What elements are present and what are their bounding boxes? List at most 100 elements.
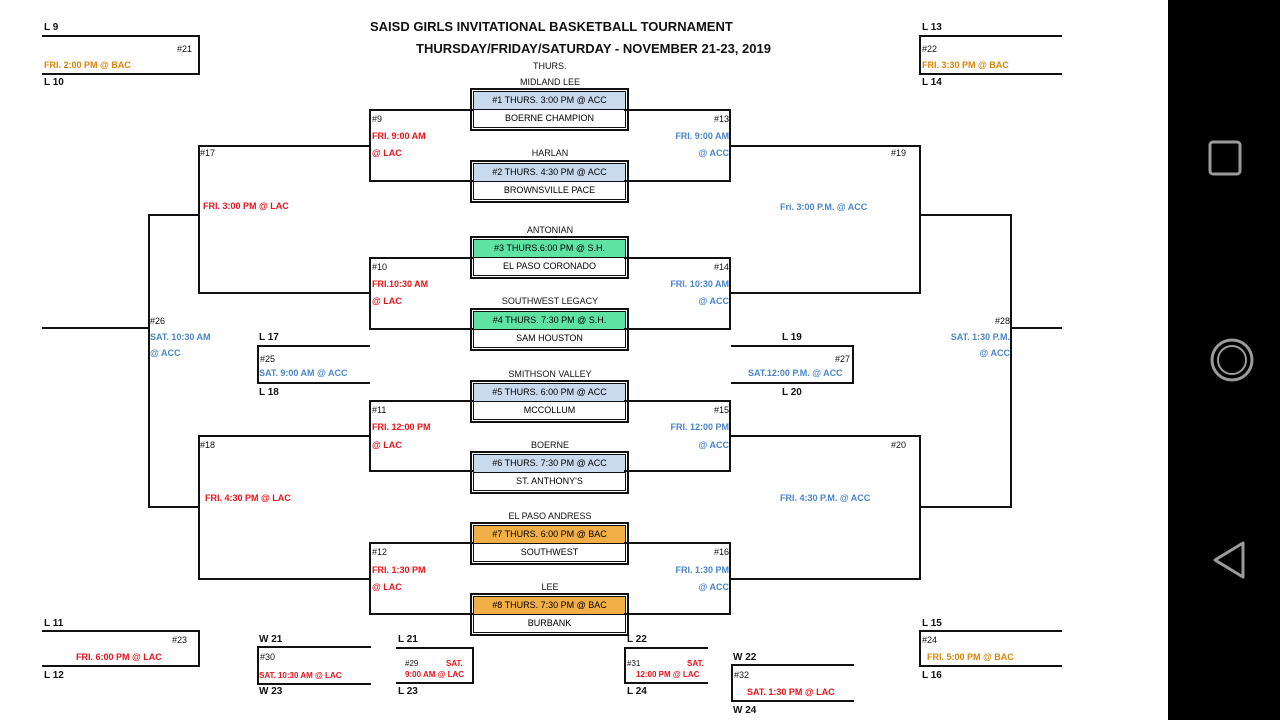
- game-3-label: #3 THURS.6:00 PM @ S.H.: [474, 240, 625, 258]
- game-8-box: #8 THURS. 7:30 PM @ BAC BURBANK: [470, 593, 629, 636]
- bracket-seed: L 19: [782, 332, 802, 343]
- bracket-line: [624, 682, 708, 684]
- bracket-line: [42, 73, 200, 75]
- game-5-label: #5 THURS. 6:00 PM @ ACC: [474, 384, 625, 402]
- bracket-line: [369, 542, 371, 615]
- game-time: SAT. 10:30 AM @ LAC: [259, 671, 342, 680]
- bracket-line: [624, 542, 731, 544]
- game-4-label: #4 THURS. 7:30 PM @ S.H.: [474, 312, 625, 330]
- game-number: #19: [890, 148, 906, 158]
- game-7-box: #7 THURS. 6:00 PM @ BAC SOUTHWEST: [470, 522, 629, 565]
- bracket-line: [729, 257, 731, 330]
- bracket-line: [42, 630, 200, 632]
- bracket-line: [257, 646, 259, 685]
- bracket-line: [198, 435, 369, 437]
- bracket-seed: L 11: [44, 618, 64, 629]
- bracket-seed: W 24: [733, 705, 757, 716]
- bracket-line: [731, 700, 854, 702]
- team-name: MCCOLLUM: [523, 405, 576, 415]
- android-navigation-bar: [1168, 0, 1280, 720]
- bracket-line: [369, 109, 473, 111]
- bracket-line: [257, 683, 371, 685]
- game-time: 12:00 PM @ LAC: [636, 670, 700, 679]
- team-name: BURBANK: [527, 618, 572, 628]
- game-time: FRI.10:30 AM: [372, 279, 429, 289]
- bracket-line: [198, 145, 369, 147]
- bracket-line: [731, 292, 921, 294]
- bracket-line: [731, 435, 921, 437]
- bracket-line: [624, 613, 731, 615]
- bracket-line: [198, 145, 200, 294]
- game-number: #25: [260, 354, 276, 364]
- bracket-line: [369, 400, 473, 402]
- team-name: BOERNE CHAMPION: [504, 113, 594, 123]
- bracket-line: [624, 328, 731, 330]
- bracket-seed: L 14: [922, 77, 942, 88]
- bracket-line: [369, 470, 473, 472]
- bracket-line: [396, 682, 474, 684]
- bracket-line: [921, 506, 1012, 508]
- bracket-line: [369, 257, 371, 330]
- team-name: SOUTHWEST LEGACY: [501, 296, 599, 306]
- game-venue: @ ACC: [698, 296, 729, 306]
- team-name: ST. ANTHONY'S: [516, 476, 583, 486]
- bracket-line: [921, 214, 1012, 216]
- game-time: FRI. 9:00 AM: [372, 131, 426, 141]
- game-time: FRI. 4:30 P.M. @ ACC: [780, 493, 871, 503]
- bracket-line: [919, 665, 1062, 667]
- bracket-line: [198, 435, 200, 580]
- game-number: #31: [627, 659, 641, 668]
- bracket-seed: W 21: [259, 634, 283, 645]
- bracket-line: [624, 109, 731, 111]
- game-time: FRI. 1:30 PM: [372, 565, 426, 575]
- game-time: FRI. 9:00 AM: [675, 131, 729, 141]
- team-name: SOUTHWEST: [520, 547, 579, 557]
- bracket-line: [919, 630, 1062, 632]
- bracket-seed: L 23: [398, 686, 418, 697]
- game-venue: @ LAC: [372, 440, 402, 450]
- bracket-line: [1012, 327, 1062, 329]
- bracket-line: [624, 647, 708, 649]
- bracket-line: [198, 630, 200, 667]
- bracket-line: [919, 73, 1062, 75]
- tournament-title: SAISD GIRLS INVITATIONAL BASKETBALL TOUR…: [370, 19, 733, 34]
- game-5-box: #5 THURS. 6:00 PM @ ACC MCCOLLUM: [470, 380, 629, 423]
- bracket-seed: L 22: [627, 634, 647, 645]
- game-number: #18: [200, 440, 216, 450]
- game-time: FRI. 5:00 PM @ BAC: [927, 652, 1014, 662]
- home-icon[interactable]: [1209, 337, 1255, 388]
- game-6-label: #6 THURS. 7:30 PM @ ACC: [474, 455, 625, 473]
- game-time: FRI. 3:30 PM @ BAC: [922, 60, 1009, 70]
- bracket-line: [624, 257, 731, 259]
- pdf-page: SAISD GIRLS INVITATIONAL BASKETBALL TOUR…: [0, 0, 1168, 720]
- back-icon[interactable]: [1212, 540, 1246, 585]
- game-8-label: #8 THURS. 7:30 PM @ BAC: [474, 597, 625, 615]
- team-name: MIDLAND LEE: [519, 77, 581, 87]
- bracket-seed: W 23: [259, 686, 283, 697]
- bracket-line: [148, 214, 150, 508]
- bracket-seed: W 22: [733, 652, 757, 663]
- game-number: #9: [372, 114, 383, 124]
- bracket-seed: L 18: [259, 387, 279, 398]
- bracket-line: [42, 35, 200, 37]
- recents-icon[interactable]: [1208, 140, 1242, 181]
- game-time: FRI. 1:30 PM: [675, 565, 729, 575]
- bracket-line: [369, 613, 473, 615]
- bracket-line: [919, 35, 1062, 37]
- game-time: SAT.: [446, 659, 463, 668]
- bracket-line: [42, 327, 148, 329]
- bracket-seed: L 20: [782, 387, 802, 398]
- game-time: FRI. 2:00 PM @ BAC: [44, 60, 131, 70]
- bracket-seed: L 12: [44, 670, 64, 681]
- team-name: BROWNSVILLE PACE: [503, 185, 596, 195]
- game-number: #16: [713, 547, 729, 557]
- game-number: #32: [734, 670, 750, 680]
- game-number: #28: [994, 316, 1010, 326]
- team-name: EL PASO ANDRESS: [508, 511, 592, 521]
- bracket-seed: L 24: [627, 686, 647, 697]
- bracket-line: [148, 214, 198, 216]
- bracket-seed: L 21: [398, 634, 418, 645]
- game-1-box: #1 THURS. 3:00 PM @ ACC BOERNE CHAMPION: [470, 88, 629, 131]
- game-4-box: #4 THURS. 7:30 PM @ S.H. SAM HOUSTON: [470, 308, 629, 351]
- bracket-line: [731, 145, 921, 147]
